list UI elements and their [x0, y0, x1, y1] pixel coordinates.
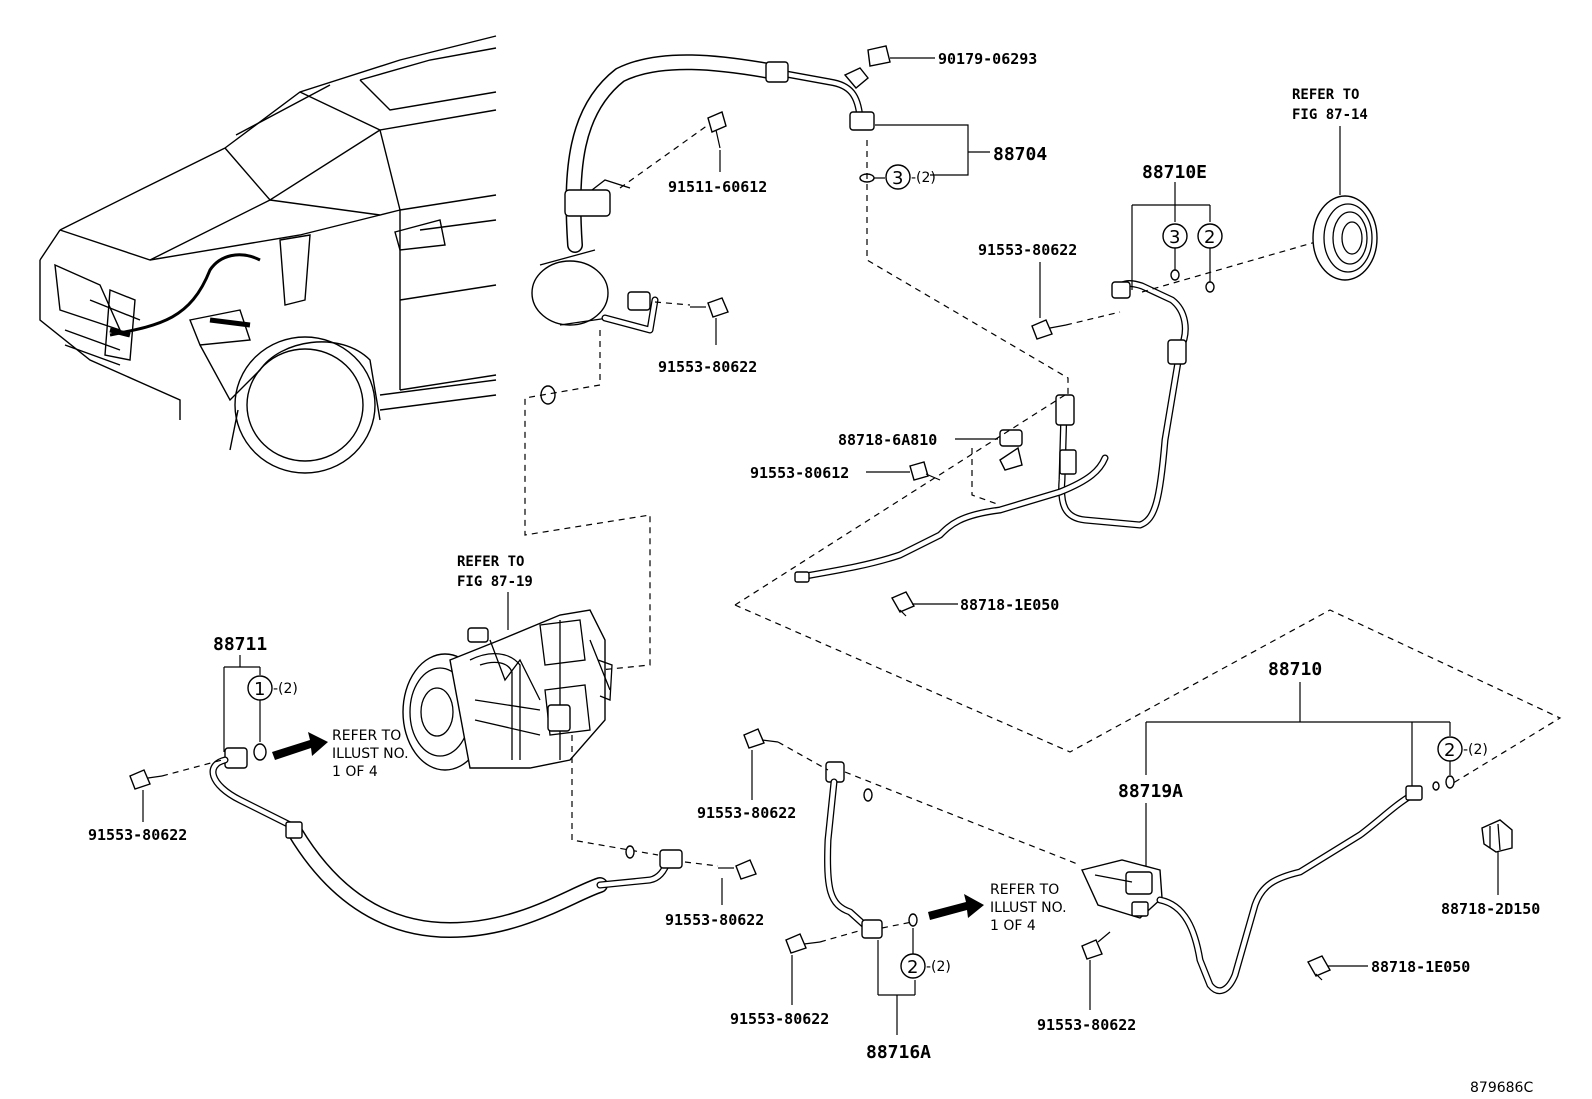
qty-88716a: -(2): [926, 959, 951, 975]
bolt-icon: [129, 769, 163, 790]
label-88718-1e050-a: 88718-1E050: [960, 596, 1059, 614]
bolt-icon: [909, 461, 941, 481]
callout-3-88710e-number: 3: [1169, 227, 1180, 248]
label-91553-80622-d: 91553-80622: [88, 826, 187, 844]
label-88718-6a810: 88718-6A810: [838, 431, 937, 449]
ref-fig-87-14-line1: REFER TO: [1292, 87, 1359, 103]
figure-code: 879686C: [1470, 1080, 1533, 1096]
bolt-icon: [1031, 319, 1067, 340]
callout-3-88704-number: 3: [892, 168, 903, 189]
label-88718-1e050-b: 88718-1E050: [1371, 958, 1470, 976]
pipe-88716a: [824, 761, 883, 939]
ref-illust-b-line3: 1 OF 4: [990, 918, 1036, 934]
grommet-icon: [1312, 195, 1378, 281]
qty-88710: -(2): [1463, 742, 1488, 758]
label-91553-80612: 91553-80612: [750, 464, 849, 482]
vehicle-illustration: [39, 35, 497, 474]
clamp-icon: [999, 429, 1023, 471]
ref-illust-b-line2: ILLUST NO.: [990, 900, 1067, 916]
suction-hose-88711: [209, 747, 683, 939]
callout-2-88710-number: 2: [1444, 740, 1455, 761]
ref-fig-87-14-line2: FIG 87-14: [1292, 107, 1368, 123]
bolt-icon: [743, 728, 779, 749]
clamp-icon: [891, 591, 915, 617]
bolt-icon: [785, 933, 821, 954]
label-91553-80622-h: 91553-80622: [1037, 1016, 1136, 1034]
bolt-icon: [690, 297, 729, 318]
label-91553-80622-e: 91553-80622: [665, 911, 764, 929]
bolt-icon: [1081, 931, 1111, 960]
label-88710: 88710: [1268, 659, 1322, 680]
label-91553-80622-f: 91553-80622: [697, 804, 796, 822]
ref-illust-a-line2: ILLUST NO.: [332, 746, 409, 762]
label-91553-80622-b: 91553-80622: [978, 241, 1077, 259]
label-88710e: 88710E: [1142, 162, 1207, 183]
ref-fig-87-19-line1: REFER TO: [457, 554, 524, 570]
ref-fig-87-19-line2: FIG 87-19: [457, 574, 533, 590]
ref-illust-b-line1: REFER TO: [990, 882, 1059, 898]
bolt-icon: [707, 111, 727, 149]
clamp-icon: [1307, 955, 1331, 981]
callout-2-88710e-number: 2: [1204, 227, 1215, 248]
callout-2-88716a: [900, 953, 926, 979]
label-88716a: 88716A: [866, 1042, 931, 1063]
discharge-hose-88704: [531, 54, 875, 405]
qty-88704: -(2): [911, 170, 936, 186]
ref-illust-a-line1: REFER TO: [332, 728, 401, 744]
label-88704: 88704: [993, 144, 1047, 165]
compressor-illustration: [402, 609, 613, 771]
arrow-icon: [928, 894, 984, 920]
bolt-icon: [718, 859, 757, 880]
label-90179-06293: 90179-06293: [938, 50, 1037, 68]
qty-88711: -(2): [273, 681, 298, 697]
cap-icon: [867, 45, 891, 67]
label-91553-80622-g: 91553-80622: [730, 1010, 829, 1028]
callout-2-88716a-number: 2: [907, 957, 918, 978]
label-88719a: 88719A: [1118, 781, 1183, 802]
connector-icon: [1481, 819, 1513, 853]
label-91553-80622-a: 91553-80622: [658, 358, 757, 376]
liquid-pipe-88710: [1081, 785, 1423, 995]
suction-pipe-88710e: [794, 280, 1189, 583]
callout-1-88711-number: 1: [254, 679, 265, 700]
callout-3-88704: [885, 164, 911, 190]
ref-illust-a-line3: 1 OF 4: [332, 764, 378, 780]
label-88711: 88711: [213, 634, 267, 655]
label-91511-60612: 91511-60612: [668, 178, 767, 196]
arrow-icon: [272, 732, 328, 760]
label-88718-2d150: 88718-2D150: [1441, 900, 1540, 918]
